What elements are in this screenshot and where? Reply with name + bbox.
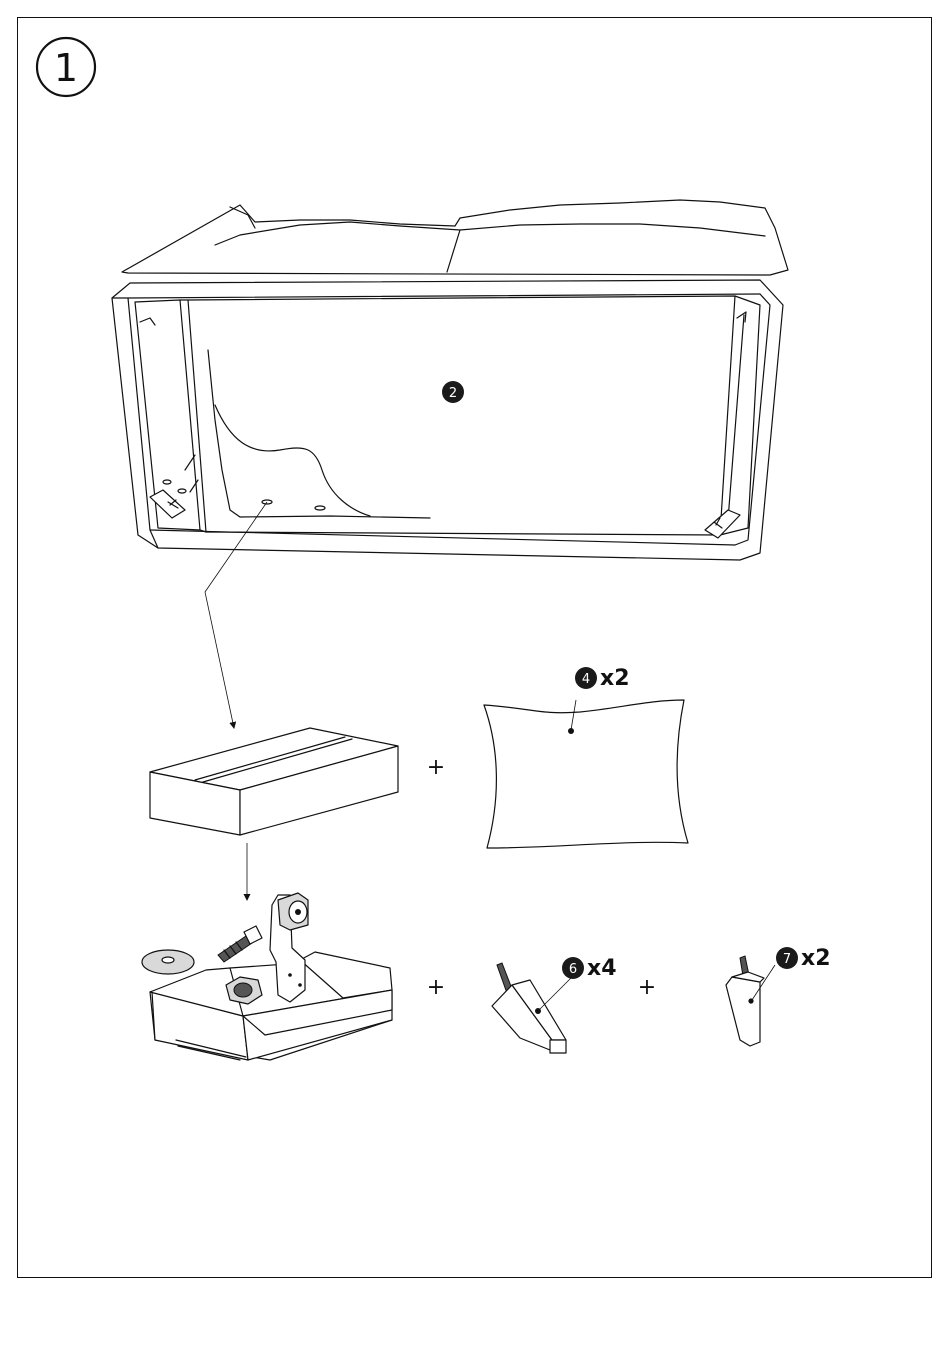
plus-sign-2: + [427,975,445,1000]
tapered-leg-icon [492,963,575,1053]
callout-cushion: 4 x2 [575,666,630,691]
leg-front-quantity: x4 [587,956,617,981]
plus-sign-3: + [638,975,656,1000]
callout-frame: 2 [442,381,464,403]
cushion-quantity: x2 [600,666,630,691]
step-badge: 1 [37,38,95,96]
callout-cushion-number: 4 [582,672,590,687]
callout-leg-front-number: 6 [569,962,577,977]
hardware-kit-icon [142,893,392,1060]
box-icon [150,728,398,835]
plus-sign-1: + [427,755,445,780]
callout-leg-front: 6 x4 [562,956,617,981]
short-leg-icon [726,956,775,1046]
callout-leg-back: 7 x2 [776,946,831,971]
callout-frame-number: 2 [449,386,457,401]
callout-leg-back-number: 7 [783,952,791,967]
step-number: 1 [54,46,78,90]
sofa-frame-icon [112,200,788,560]
leg-back-quantity: x2 [801,946,831,971]
cushion-icon [484,700,688,848]
